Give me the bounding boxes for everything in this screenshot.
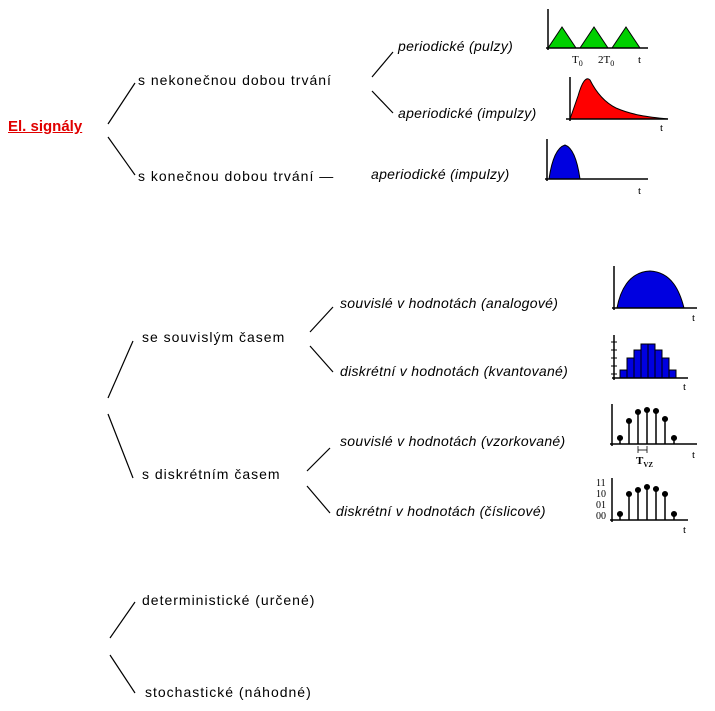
analog-shape [616, 270, 685, 309]
connector-infinite-periodic [371, 51, 394, 78]
leaf-quantized: diskrétní v hodnotách (kvantované) [340, 363, 569, 379]
sample-point [652, 485, 660, 493]
step-bar [633, 349, 642, 379]
leaf-finite-aperiodic-impulses: aperiodické (impulzy) [371, 166, 510, 182]
sample-point [643, 483, 651, 491]
axis-label-t-finite: t [638, 185, 642, 197]
connector-discrete-digital [306, 485, 331, 514]
connector-sec2-discrete [107, 413, 134, 479]
connector-sec3-stochastic [109, 654, 136, 694]
level-00: 00 [596, 511, 606, 522]
leaf-aperiodic-impulses: aperiodické (impulzy) [398, 105, 537, 121]
sample-point [616, 510, 624, 518]
sample-point [625, 490, 633, 498]
connector-continuous-analog [309, 306, 334, 333]
plot-finite-impulse [545, 139, 648, 181]
connector-continuous-quantized [309, 345, 334, 373]
plot-analog [612, 266, 697, 310]
axis-label-t-aperiodic: t [660, 122, 664, 134]
tick-tvz: TVZ [636, 455, 654, 470]
connector-sec2-continuous [107, 340, 134, 399]
step-bar [626, 357, 635, 379]
branch-continuous-time: se souvislým časem [142, 329, 286, 345]
sample-point [625, 417, 633, 425]
plot-sampled [610, 404, 697, 453]
leaf-periodic-pulses: periodické (pulzy) [398, 38, 514, 54]
plot-aperiodic-impulse [566, 77, 669, 121]
sample-point [661, 415, 669, 423]
connector-infinite-aperiodic [371, 90, 394, 114]
axis-label-t-analog: t [692, 312, 696, 324]
branch-infinite-duration: s nekonečnou dobou trvání [138, 72, 332, 88]
pulse-3 [611, 26, 641, 49]
leaf-analog: souvislé v hodnotách (analogové) [340, 295, 559, 311]
step-bar [668, 369, 677, 379]
connector-discrete-sampled [306, 447, 331, 472]
axis-label-t-periodic: t [638, 54, 642, 66]
branch-deterministic: deterministické (určené) [142, 592, 316, 608]
step-bar [647, 343, 656, 379]
sample-point [661, 490, 669, 498]
axis-label-t-digital: t [683, 524, 687, 536]
leaf-digital: diskrétní v hodnotách (číslicové) [336, 503, 546, 519]
step-bar [661, 357, 670, 379]
sample-point [634, 408, 642, 416]
connector-root-finite [107, 136, 136, 176]
connector-root-infinite [107, 82, 136, 125]
plot-digital [610, 478, 688, 522]
branch-finite-duration: s konečnou dobou trvání — [138, 168, 335, 184]
connector-sec3-deterministic [109, 601, 136, 639]
step-bar [640, 343, 649, 379]
sample-point [643, 406, 651, 414]
step-bar [619, 369, 628, 379]
tick-t0: T0 [572, 54, 583, 69]
sample-point [670, 434, 678, 442]
sample-point [670, 510, 678, 518]
plot-periodic-pulses [546, 9, 648, 50]
level-10: 10 [596, 489, 606, 500]
sample-point [634, 486, 642, 494]
sample-point [652, 407, 660, 415]
branch-discrete-time: s diskrétním časem [142, 466, 281, 482]
plot-quantized [611, 335, 688, 380]
axis-label-t-quantized: t [683, 381, 687, 393]
impulse-shape [548, 144, 581, 180]
tick-2t0: 2T0 [598, 54, 615, 69]
impulse-shape [569, 78, 669, 120]
step-bar [654, 349, 663, 379]
level-01: 01 [596, 500, 606, 511]
pulse-2 [579, 26, 609, 49]
level-11: 11 [596, 478, 606, 489]
sample-point [616, 434, 624, 442]
pulse-1 [547, 26, 577, 49]
axis-label-t-sampled: t [692, 449, 696, 461]
branch-stochastic: stochastické (náhodné) [145, 684, 312, 700]
leaf-sampled: souvislé v hodnotách (vzorkované) [340, 433, 566, 449]
root-title: El. signály [8, 118, 83, 135]
